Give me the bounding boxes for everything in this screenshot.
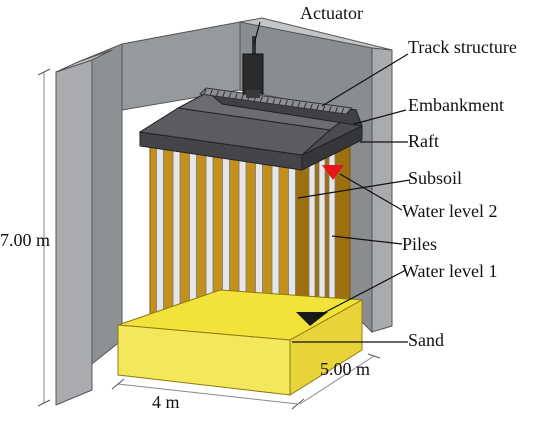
sand-layer xyxy=(117,289,364,396)
container-walls xyxy=(55,17,393,406)
track-tie xyxy=(347,108,351,115)
track-tie xyxy=(284,100,288,106)
track-tie xyxy=(322,105,326,111)
raft-embankment xyxy=(138,91,363,171)
track-tie xyxy=(303,102,307,109)
leader-water-level-2 xyxy=(339,173,403,211)
pile xyxy=(156,145,164,327)
dim-height-label: 7.00 m xyxy=(0,230,50,250)
label-actuator: Actuator xyxy=(300,3,363,23)
label-raft: Raft xyxy=(408,131,439,151)
track-tie xyxy=(335,107,338,113)
label-subsoil: Subsoil xyxy=(408,168,462,188)
track-tie xyxy=(278,99,282,105)
actuator-body xyxy=(242,53,264,95)
track-tie xyxy=(203,88,207,95)
track-tie xyxy=(228,92,232,98)
track-tie xyxy=(309,103,313,109)
dim-depth-label: 5.00 m xyxy=(320,359,370,379)
label-water-level-2: Water level 2 xyxy=(402,201,498,221)
dim-width-tick-right xyxy=(291,398,305,410)
leader-lines xyxy=(253,21,411,343)
dimension-lines xyxy=(37,68,381,410)
leader-subsoil xyxy=(297,179,411,199)
track-tie xyxy=(234,93,238,99)
track-tie xyxy=(316,104,320,110)
label-piles: Piles xyxy=(402,234,437,254)
track-tie xyxy=(297,101,301,108)
pile xyxy=(318,154,326,321)
actuator-head xyxy=(246,90,260,98)
track-tie xyxy=(266,97,270,103)
leader-track-structure xyxy=(321,53,409,107)
label-embankment: Embankment xyxy=(408,95,504,115)
track-sleeper-band xyxy=(198,87,354,115)
dim-height-tick-top xyxy=(37,68,51,76)
label-sand: Sand xyxy=(408,330,444,350)
dim-depth-tick-right xyxy=(367,353,381,359)
label-track-structure: Track structure xyxy=(408,37,517,57)
labels: Actuator Track structure Embankment Raft… xyxy=(0,3,517,412)
actuator-rod xyxy=(252,36,256,56)
water-level-2-marker xyxy=(322,165,344,180)
track-tie xyxy=(241,94,245,100)
dim-width-tick-left xyxy=(111,378,125,390)
left-wall-top xyxy=(55,49,113,73)
dim-width-line xyxy=(117,383,299,405)
right-wall-top xyxy=(239,17,393,51)
label-water-level-1: Water level 1 xyxy=(402,261,498,281)
track-tie xyxy=(341,107,345,114)
pile xyxy=(172,148,181,329)
actuator xyxy=(242,36,264,98)
leader-actuator xyxy=(253,21,261,45)
left-wall-front-face xyxy=(55,59,93,406)
sand-right-face xyxy=(289,299,363,396)
leader-embankment xyxy=(353,109,407,125)
leader-water-level-1 xyxy=(313,269,407,319)
track-tie xyxy=(209,89,213,96)
track-tie xyxy=(291,101,295,107)
leader-piles xyxy=(331,235,403,245)
track-tie xyxy=(216,90,219,96)
track-tie xyxy=(272,98,276,104)
right-wall-front-face xyxy=(371,47,393,333)
dim-height-tick-bottom xyxy=(37,399,51,407)
dim-depth-line xyxy=(299,355,375,405)
track-tie xyxy=(259,96,263,102)
dim-width-label: 4 m xyxy=(152,392,180,412)
track-tie xyxy=(222,91,226,97)
track-tie xyxy=(328,106,332,112)
